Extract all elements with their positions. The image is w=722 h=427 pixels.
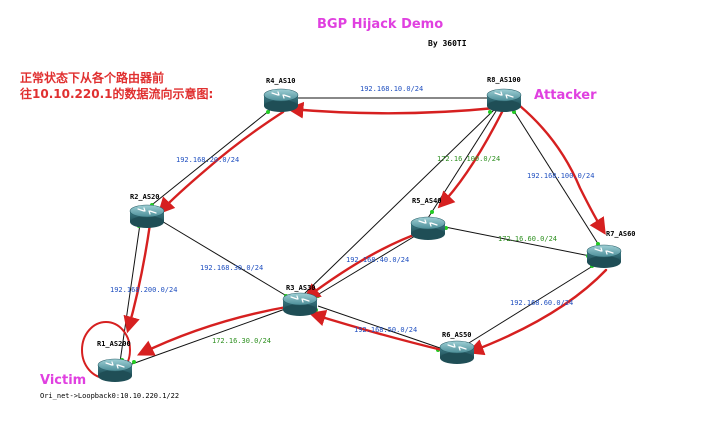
net-label-r3-r1: 172.16.30.0/24 xyxy=(212,337,271,345)
router-r1[interactable] xyxy=(97,358,133,383)
net-label-r7-r6: 192.168.60.0/24 xyxy=(510,299,573,307)
note-line-2: 往10.10.220.1的数据流向示意图: xyxy=(20,86,213,101)
router-r8[interactable] xyxy=(486,88,522,113)
router-r8-label: R8_AS100 xyxy=(487,76,521,84)
router-r7-label: R7_AS60 xyxy=(606,230,636,238)
router-r4-label: R4_AS10 xyxy=(266,77,296,85)
net-label-r8-r7: 192.168.100.0/24 xyxy=(527,172,594,180)
router-r6-label: R6_AS50 xyxy=(442,331,472,339)
link-r8-r3 xyxy=(301,107,497,297)
router-r3-label: R3_AS30 xyxy=(286,284,316,292)
network-links xyxy=(119,97,603,365)
victim-label: Victim xyxy=(40,373,86,388)
router-r6[interactable] xyxy=(439,340,475,365)
flow-r4-r2 xyxy=(157,110,285,215)
net-label-r3-r5: 192.168.40.0/24 xyxy=(346,256,409,264)
link-r3-r1 xyxy=(131,307,289,365)
link-r3-r6 xyxy=(317,305,441,349)
note-line-1: 正常状态下从各个路由器前 xyxy=(20,70,164,85)
router-r7[interactable] xyxy=(586,244,622,269)
router-r2[interactable] xyxy=(129,204,165,229)
flow-r6-r3 xyxy=(308,309,444,352)
link-r2-r3 xyxy=(159,219,291,299)
diagram-title: BGP Hijack Demo xyxy=(317,17,443,32)
router-r5[interactable] xyxy=(410,216,446,241)
flow-r7-r6 xyxy=(466,268,608,356)
origin-network-label: Ori_net->Loopback0:10.10.220.1/22 xyxy=(40,392,179,400)
link-r2-r1 xyxy=(119,223,141,363)
flow-r3-r1 xyxy=(136,304,294,356)
router-r1-label: R1_AS200 xyxy=(97,340,131,348)
flow-r8-r5 xyxy=(437,110,504,209)
flow-r2-r1 xyxy=(123,222,152,334)
net-label-r4-r2: 192.168.20.0/24 xyxy=(176,156,239,164)
attacker-label: Attacker xyxy=(534,88,597,103)
link-r5-r7 xyxy=(444,226,591,257)
flow-r8-r7 xyxy=(518,104,606,235)
net-label-r4-r8: 192.168.10.0/24 xyxy=(360,85,423,93)
net-label-r3-r6: 192.168.50.0/24 xyxy=(354,326,417,334)
net-label-r2-r1: 192.168.200.0/24 xyxy=(110,286,177,294)
flow-r8-r4 xyxy=(286,101,497,119)
router-r5-label: R5_AS40 xyxy=(412,197,442,205)
link-endpoints xyxy=(120,96,600,364)
flow-paths xyxy=(123,101,608,356)
flow-r5-r3 xyxy=(303,230,424,301)
net-label-r8-r5: 172.16.100.0/24 xyxy=(437,155,500,163)
router-r3[interactable] xyxy=(282,292,318,317)
link-r4-r2 xyxy=(147,105,276,209)
link-r3-r5 xyxy=(313,232,421,298)
link-r8-r7 xyxy=(511,107,603,251)
router-r4[interactable] xyxy=(263,88,299,113)
net-label-r5-r7: 172.16.60.0/24 xyxy=(498,235,557,243)
net-label-r2-r3: 192.168.30.0/24 xyxy=(200,264,263,272)
router-r2-label: R2_AS20 xyxy=(130,193,160,201)
byline: By 360TI xyxy=(428,39,467,48)
link-r7-r6 xyxy=(463,263,597,347)
